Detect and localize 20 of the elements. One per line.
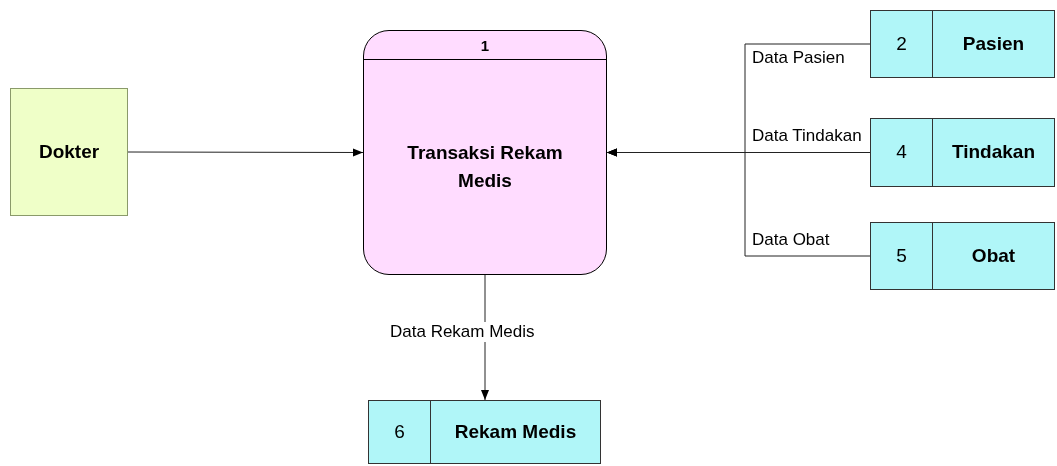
store-number: 4 xyxy=(896,140,907,165)
data-store-box xyxy=(870,222,1055,290)
store-name: Tindakan xyxy=(951,140,1036,165)
store-name: Rekam Medis xyxy=(454,419,577,444)
arrow xyxy=(606,148,871,257)
data-store-box xyxy=(870,118,1055,187)
process-box xyxy=(363,30,607,275)
process-number: 1 xyxy=(364,31,606,60)
store-number: 2 xyxy=(896,31,907,56)
process-name: Transaksi Rekam Medis xyxy=(406,141,564,193)
edge-label: Data Rekam Medis xyxy=(388,322,537,342)
store-number: 5 xyxy=(896,243,907,268)
external-entity-box xyxy=(10,88,128,216)
entity-name: Dokter xyxy=(38,139,100,164)
store-name: Pasien xyxy=(962,31,1025,56)
data-store-box xyxy=(870,10,1055,78)
data-store-box xyxy=(368,400,601,464)
store-name: Obat xyxy=(971,243,1016,268)
arrow xyxy=(127,148,364,157)
store-number: 6 xyxy=(394,419,405,444)
